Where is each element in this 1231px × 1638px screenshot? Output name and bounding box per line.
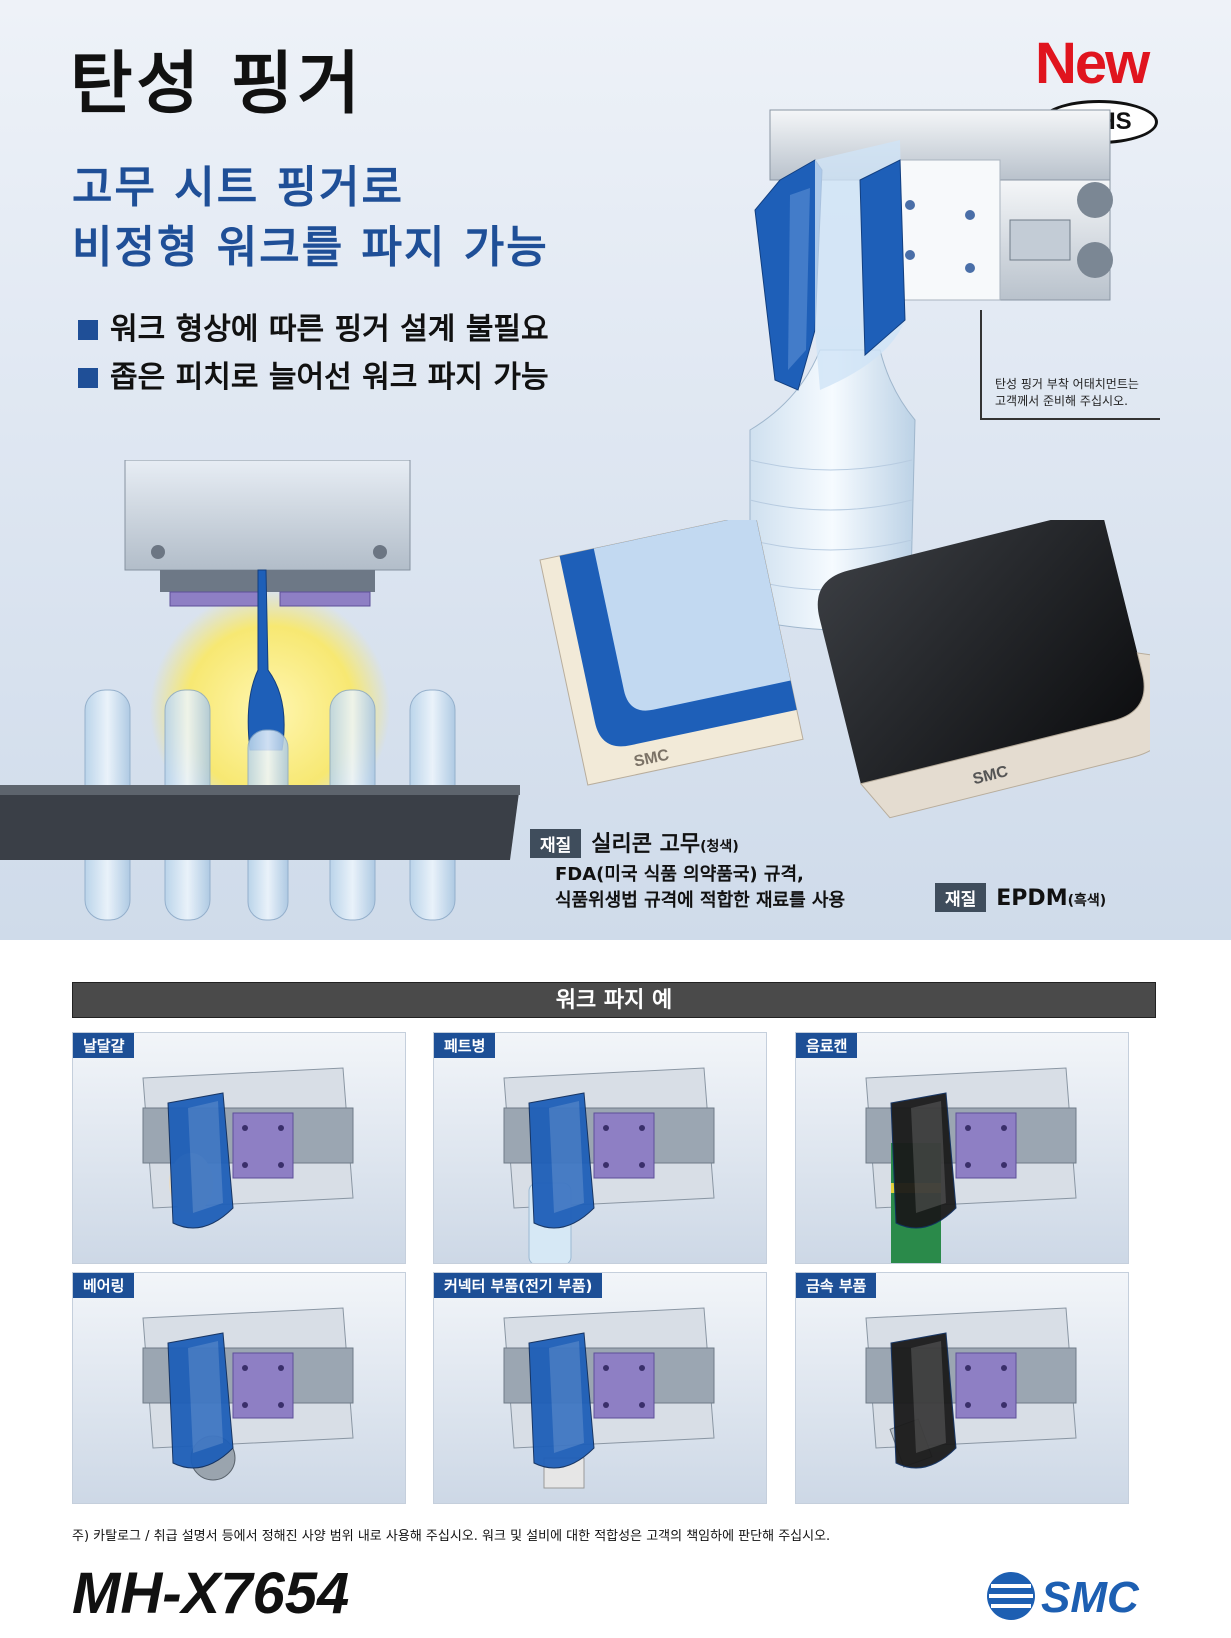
- example-card: 날달걀: [72, 1032, 406, 1264]
- callout-line: [980, 418, 1160, 420]
- smc-logo-text: SMC: [1041, 1573, 1140, 1622]
- example-label: 음료캔: [796, 1033, 858, 1058]
- material-tag: 재질: [935, 883, 987, 912]
- material-description-line-1: FDA(미국 식품 의약품국) 규격,: [555, 864, 804, 885]
- example-label: 페트병: [434, 1033, 496, 1058]
- material-name: EPDM: [996, 886, 1068, 911]
- smc-logo-mark-icon: [987, 1572, 1035, 1620]
- gallery-header: 워크 파지 예: [72, 982, 1156, 1018]
- feature-item: 좁은 피치로 늘어선 워크 파지 가능: [78, 354, 549, 402]
- feature-text: 워크 형상에 따른 핑거 설계 불필요: [110, 312, 549, 347]
- attachment-note: 탄성 핑거 부착 어태치먼트는 고객께서 준비해 주십시오.: [995, 376, 1139, 410]
- gripper-example-illustration: [865, 1307, 1077, 1469]
- new-badge: New: [1035, 31, 1150, 96]
- material-name: 실리콘 고무: [591, 832, 701, 857]
- material-color: (청색): [700, 839, 739, 855]
- feature-list: 워크 형상에 따른 핑거 설계 불필요 좁은 피치로 늘어선 워크 파지 가능: [78, 306, 549, 402]
- gripper-example-illustration: [142, 1067, 354, 1229]
- attachment-note-line-1: 탄성 핑거 부착 어태치먼트는: [995, 377, 1139, 391]
- subheadline-line-1: 고무 시트 핑거로: [72, 162, 404, 213]
- gripper-example-illustration: [503, 1067, 715, 1263]
- material-tag: 재질: [530, 829, 582, 858]
- gripper-example-illustration: [142, 1307, 354, 1481]
- material-color: (흑색): [1067, 893, 1107, 909]
- test-tube-gripping-illustration: [0, 460, 520, 921]
- gripper-with-bottle-illustration: [749, 109, 1113, 631]
- feature-item: 워크 형상에 따른 핑거 설계 불필요: [78, 306, 549, 354]
- material-silicone: 재질 실리콘 고무 (청색): [530, 826, 739, 858]
- gripper-example-illustration: [503, 1307, 715, 1489]
- subheadline-line-2: 비정형 워크를 파지 가능: [72, 222, 549, 273]
- feature-text: 좁은 피치로 늘어선 워크 파지 가능: [110, 360, 549, 395]
- hero-section: 탄성 핑거 New RoHS 고무 시트 핑거로 비정형 워크를 파지 가능 워…: [0, 0, 1231, 940]
- callout-line: [980, 310, 982, 420]
- material-description-line-2: 식품위생법 규격에 적합한 재료를 사용: [555, 890, 846, 911]
- attachment-note-line-2: 고객께서 준비해 주십시오.: [995, 394, 1128, 408]
- example-label: 금속 부품: [796, 1273, 877, 1298]
- subheadline: 고무 시트 핑거로 비정형 워크를 파지 가능: [72, 158, 549, 278]
- example-label: 날달걀: [73, 1033, 135, 1058]
- example-card: 베어링: [72, 1272, 406, 1504]
- material-epdm: 재질 EPDM (흑색): [935, 883, 1106, 912]
- footnote: 주) 카탈로그 / 취급 설명서 등에서 정해진 사양 범위 내로 사용해 주십…: [72, 1529, 831, 1544]
- model-number: MH-X7654: [72, 1561, 350, 1626]
- material-description: FDA(미국 식품 의약품국) 규격, 식품위생법 규격에 적합한 재료를 사용: [555, 862, 845, 914]
- example-label: 베어링: [73, 1273, 135, 1298]
- square-bullet-icon: [78, 368, 98, 388]
- gripper-example-illustration: [865, 1067, 1077, 1263]
- example-card: 커넥터 부품(전기 부품): [433, 1272, 767, 1504]
- page-title: 탄성 핑거: [70, 45, 364, 124]
- example-card: 금속 부품: [795, 1272, 1129, 1504]
- example-card: 페트병: [433, 1032, 767, 1264]
- example-label: 커넥터 부품(전기 부품): [434, 1273, 603, 1298]
- finger-pads-illustration: SMC SMC: [539, 520, 1150, 819]
- square-bullet-icon: [78, 320, 98, 340]
- smc-logo: SMC: [987, 1572, 1140, 1622]
- example-card: 음료캔: [795, 1032, 1129, 1264]
